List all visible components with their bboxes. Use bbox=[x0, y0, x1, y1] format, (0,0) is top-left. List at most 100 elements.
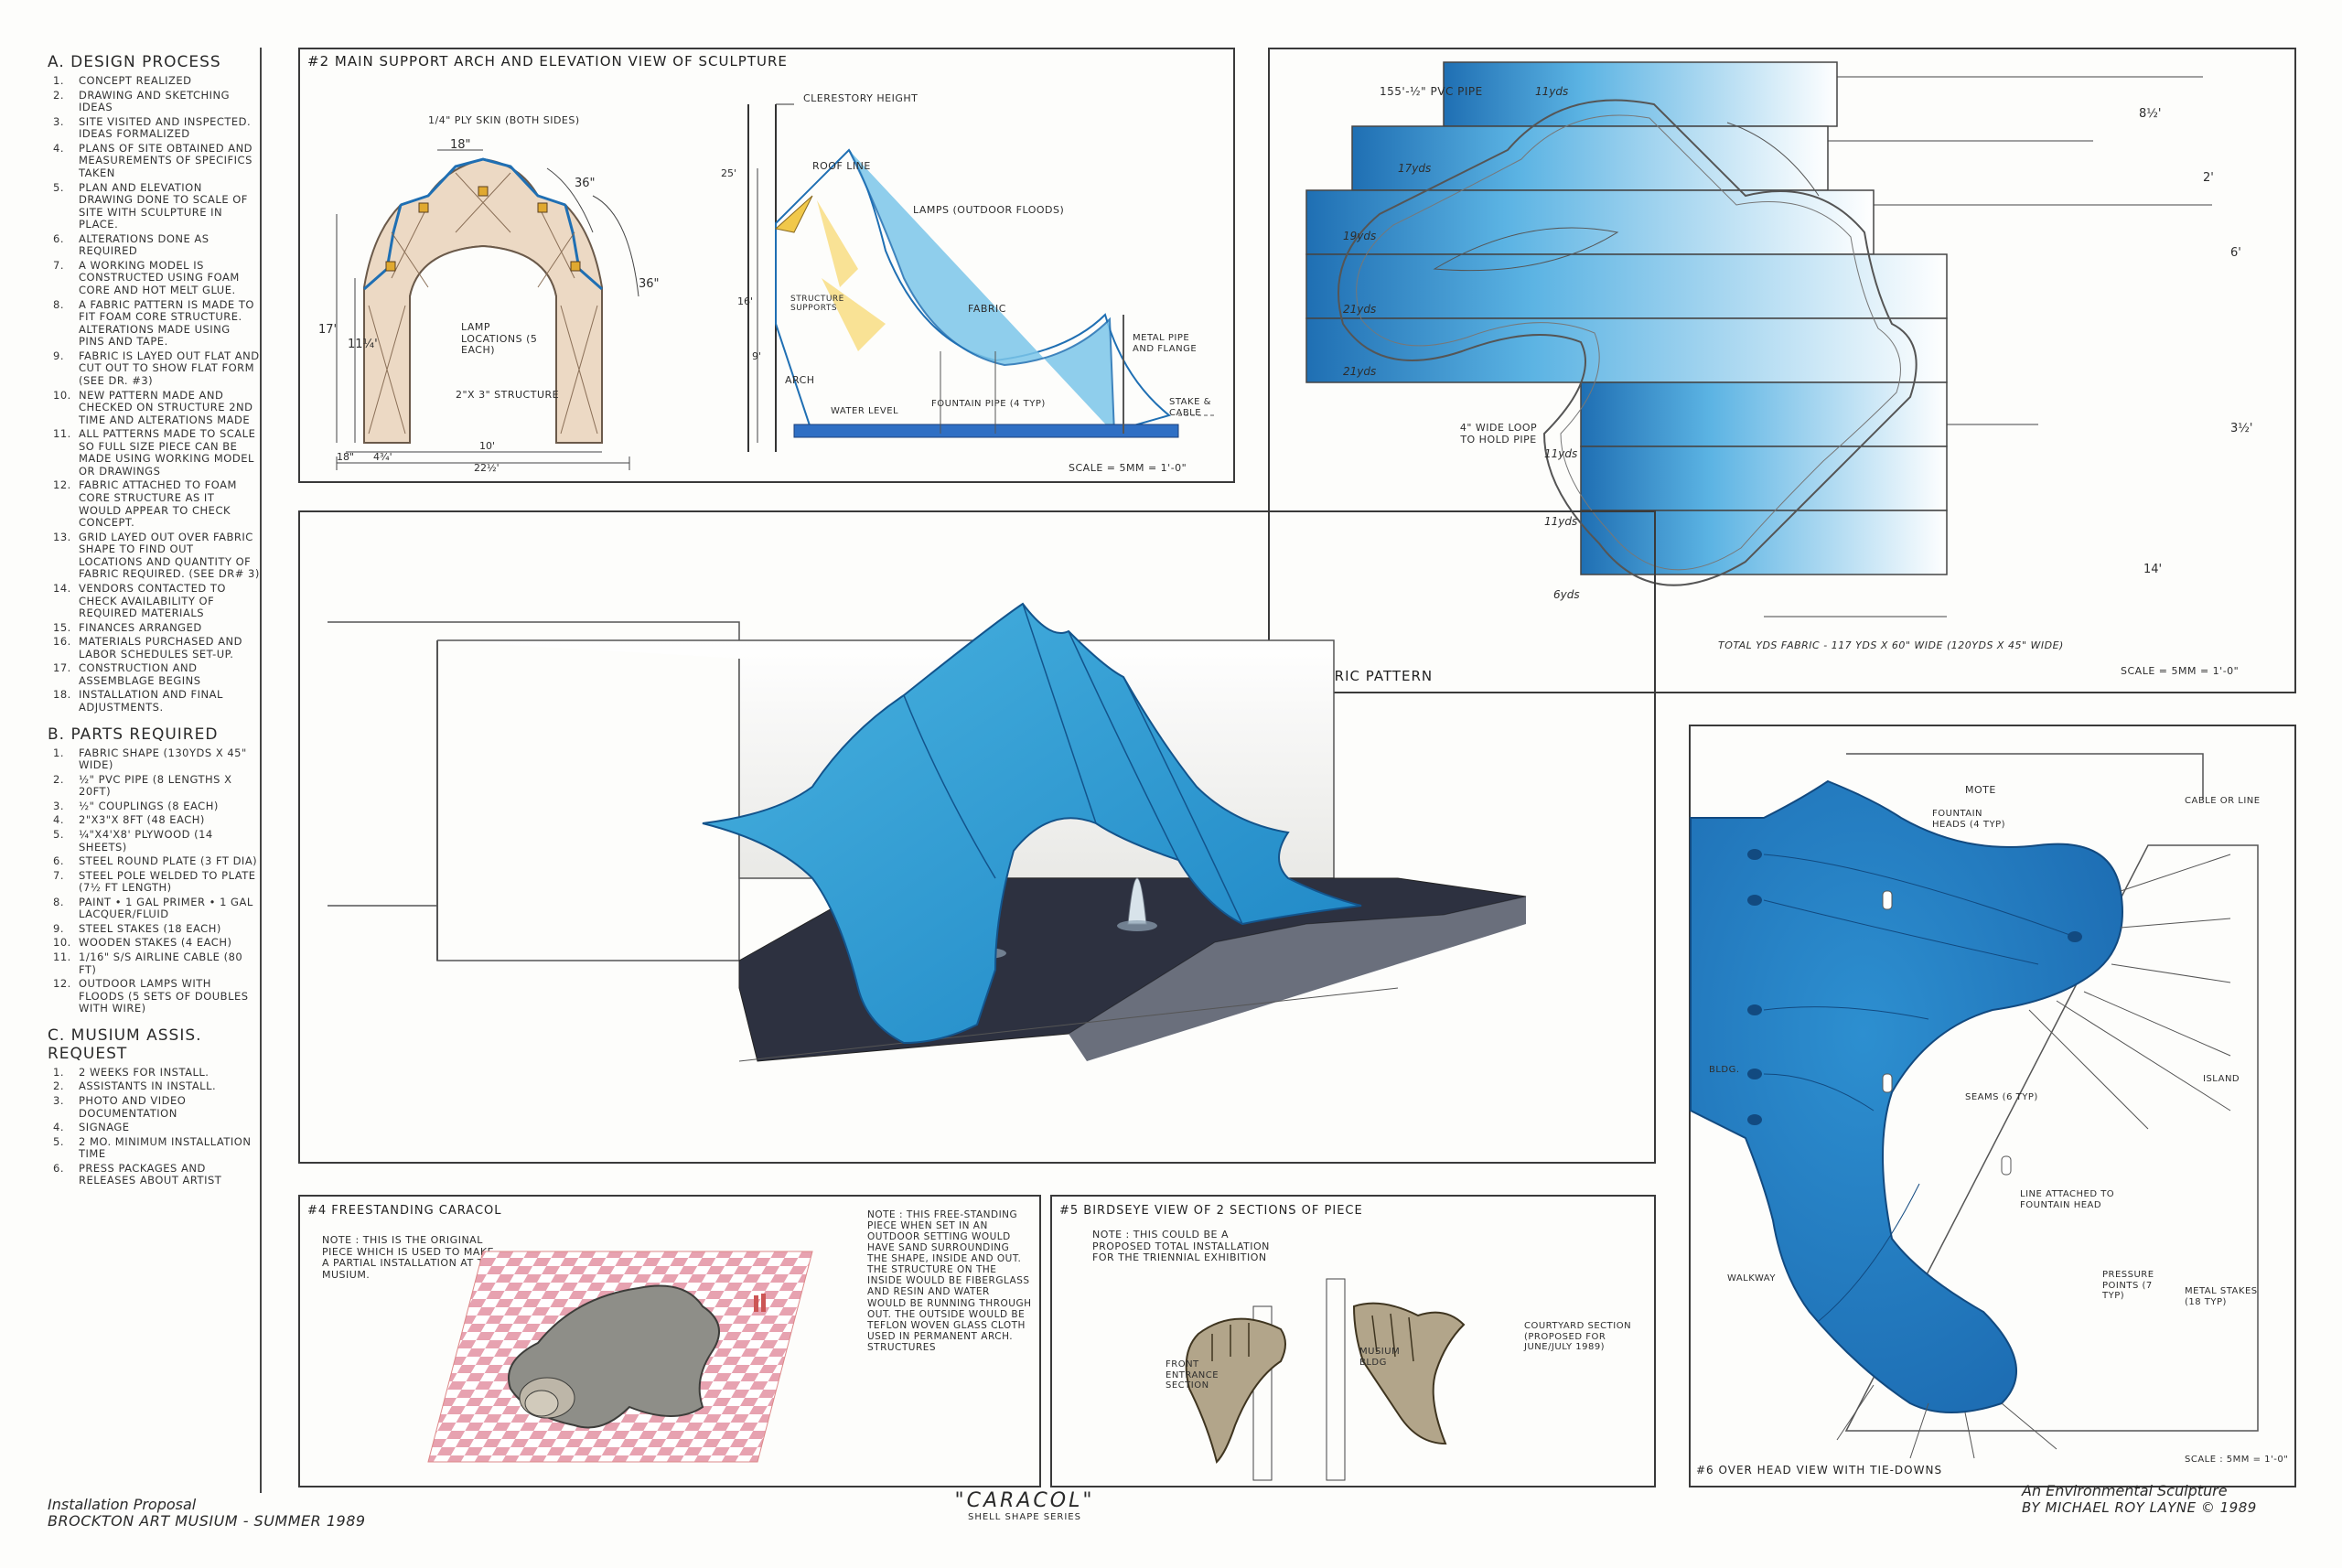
request-text: PHOTO AND VIDEO DOCUMENTATION bbox=[79, 1093, 187, 1120]
footer-center-sub: SHELL SHAPE SERIES bbox=[968, 1512, 1081, 1522]
part-item: 4. 2"x3"x 8FT (48 EACH) bbox=[53, 813, 260, 827]
design-step-text: PLAN AND ELEVATION DRAWING DONE TO SCALE… bbox=[79, 180, 248, 231]
part-item: 1. FABRIC SHAPE (130YDS x 45" WIDE) bbox=[53, 746, 260, 772]
design-step-item: 14. VENDORS CONTACTED TO CHECK AVAILABIL… bbox=[53, 581, 260, 620]
panel6-scale: SCALE : 5MM = 1'-0" bbox=[2185, 1455, 2289, 1465]
design-step-number: 14. bbox=[53, 581, 71, 595]
fountain-pipe-label: FOUNTAIN PIPE (4 TYP) bbox=[931, 399, 1046, 409]
arch-label: ARCH bbox=[785, 374, 815, 386]
design-step-number: 17. bbox=[53, 661, 71, 675]
dim-8-half: 8½' bbox=[2139, 107, 2162, 121]
part-text: WOODEN STAKES (4 EACH) bbox=[79, 936, 232, 950]
design-step-text: PLANS OF SITE OBTAINED AND MEASUREMENTS … bbox=[79, 141, 253, 179]
design-process-title: A. DESIGN PROCESS bbox=[48, 53, 221, 71]
design-step-text: NEW PATTERN MADE AND CHECKED ON STRUCTUR… bbox=[79, 388, 253, 426]
part-number: 1. bbox=[53, 746, 64, 759]
request-text: 2 WEEKS FOR INSTALL. bbox=[79, 1065, 209, 1079]
request-number: 2. bbox=[53, 1079, 64, 1093]
design-step-number: 8. bbox=[53, 297, 64, 311]
yds-row3: 19yds bbox=[1343, 230, 1377, 242]
design-step-number: 5. bbox=[53, 180, 64, 194]
part-text: STEEL STAKES (18 EACH) bbox=[79, 921, 221, 935]
base-4-label: 4¾' bbox=[373, 451, 392, 463]
part-text: OUTDOOR LAMPS WITH FLOODS (5 SETS OF DOU… bbox=[79, 977, 249, 1015]
design-step-item: 16. MATERIALS PURCHASED AND LABOR SCHEDU… bbox=[53, 635, 260, 660]
footer-right-line2: by MICHAEL ROY LAYNE © 1989 bbox=[2022, 1499, 2257, 1516]
part-number: 6. bbox=[53, 854, 64, 868]
parts-required-list: 1. FABRIC SHAPE (130YDS x 45" WIDE)2. ½"… bbox=[48, 746, 260, 1015]
dim-18-label: 18" bbox=[450, 138, 471, 152]
museum-request-title: C. MUSIUM ASSIS. REQUEST bbox=[48, 1026, 202, 1063]
part-number: 3. bbox=[53, 799, 64, 812]
elevation-view bbox=[747, 103, 1215, 452]
design-step-text: FINANCES ARRANGED bbox=[79, 620, 202, 634]
dim-9-label: 9' bbox=[752, 350, 762, 362]
request-text: 2 MO. MINIMUM INSTALLATION TIME bbox=[79, 1134, 252, 1161]
request-number: 5. bbox=[53, 1134, 64, 1148]
support-arch bbox=[336, 149, 639, 470]
panel5-note: NOTE : THIS COULD BE A PROPOSED TOTAL IN… bbox=[1092, 1229, 1270, 1264]
front-entrance-label: FRONT ENTRANCE SECTION bbox=[1166, 1359, 1219, 1391]
total-width-label: 22½' bbox=[474, 462, 500, 474]
yds-row7: 11yds bbox=[1544, 515, 1578, 528]
part-item: 7. STEEL POLE WELDED TO PLATE (7½ FT LEN… bbox=[53, 869, 260, 895]
design-step-number: 6. bbox=[53, 231, 64, 245]
request-item: 1. 2 WEEKS FOR INSTALL. bbox=[53, 1065, 260, 1079]
total-fabric-label: TOTAL YDS FABRIC - 117 YDS x 60" WIDE (1… bbox=[1718, 639, 2064, 651]
part-number: 10. bbox=[53, 936, 71, 950]
request-number: 4. bbox=[53, 1121, 64, 1134]
pattern-dimensions bbox=[1764, 76, 2212, 618]
design-step-item: 18. INSTALLATION AND FINAL ADJUSTMENTS. bbox=[53, 688, 260, 714]
footer-left-line2: BROCKTON ART MUSIUM - SUMMER 1989 bbox=[48, 1511, 366, 1530]
birdseye-sections bbox=[1185, 1278, 1466, 1481]
panel4-title: #4 FREESTANDING CARACOL bbox=[307, 1204, 502, 1218]
design-step-text: INSTALLATION AND FINAL ADJUSTMENTS. bbox=[79, 688, 223, 714]
design-step-number: 3. bbox=[53, 114, 64, 128]
pressure-points-label: PRESSURE POINTS (7 TYP) bbox=[2102, 1270, 2154, 1301]
design-step-text: MATERIALS PURCHASED AND LABOR SCHEDULES … bbox=[79, 635, 243, 660]
caracol-checkerboard-sketch bbox=[427, 1251, 813, 1463]
design-step-item: 9. FABRIC IS LAYED OUT FLAT AND CUT OUT … bbox=[53, 349, 260, 388]
request-item: 6. PRESS PACKAGES AND RELEASES ABOUT ART… bbox=[53, 1162, 260, 1187]
panel-fabric-pattern: 155'-½" PVC PIPE 11yds 17yds 19yds 21yds… bbox=[1268, 48, 2296, 693]
request-item: 3. PHOTO AND VIDEO DOCUMENTATION bbox=[53, 1093, 260, 1120]
part-text: FABRIC SHAPE (130YDS x 45" WIDE) bbox=[79, 746, 247, 772]
design-step-text: DRAWING AND SKETCHING IDEAS bbox=[79, 88, 231, 114]
request-item: 4. SIGNAGE bbox=[53, 1121, 260, 1134]
yds-row8: 6yds bbox=[1553, 588, 1580, 601]
dim-36b-label: 36" bbox=[639, 277, 660, 291]
panel-arch-elevation: #2 MAIN SUPPORT ARCH AND ELEVATION VIEW … bbox=[298, 48, 1235, 483]
part-item: 12. OUTDOOR LAMPS WITH FLOODS (5 SETS OF… bbox=[53, 977, 260, 1015]
yds-row5: 21yds bbox=[1343, 365, 1377, 378]
stake-cable-label: STAKE & CABLE bbox=[1169, 397, 1211, 418]
design-step-text: FABRIC ATTACHED TO FOAM CORE STRUCTURE A… bbox=[79, 478, 237, 530]
design-step-item: 17. CONSTRUCTION AND ASSEMBLAGE BEGINS bbox=[53, 661, 260, 687]
walkway-label: WALKWAY bbox=[1727, 1273, 1776, 1283]
design-step-number: 11. bbox=[53, 427, 71, 441]
design-step-item: 11. ALL PATTERNS MADE TO SCALE SO FULL S… bbox=[53, 427, 260, 478]
fountain-heads bbox=[1747, 849, 2082, 1125]
part-text: ½" COUPLINGS (8 EACH) bbox=[79, 799, 219, 812]
parts-required-title: B. PARTS REQUIRED bbox=[48, 725, 219, 744]
wide-loop-label: 4" WIDE LOOP TO HOLD PIPE bbox=[1459, 422, 1538, 446]
request-number: 3. bbox=[53, 1093, 64, 1107]
design-step-text: VENDORS CONTACTED TO CHECK AVAILABILITY … bbox=[79, 581, 226, 620]
dim-14ft: 14' bbox=[2143, 563, 2163, 576]
design-step-number: 10. bbox=[53, 388, 71, 402]
line-attached-label: LINE ATTACHED TO FOUNTAIN HEAD bbox=[2020, 1189, 2115, 1210]
request-item: 2. ASSISTANTS IN INSTALL. bbox=[53, 1079, 260, 1093]
design-step-item: 7. A WORKING MODEL IS CONSTRUCTED USING … bbox=[53, 259, 260, 297]
base-18-label: 18" bbox=[337, 451, 355, 463]
part-text: 2"x3"x 8FT (48 EACH) bbox=[79, 813, 205, 827]
panel-overhead-tiedowns: MOTE FOUNTAIN HEADS (4 TYP) CABLE OR LIN… bbox=[1689, 725, 2296, 1487]
yds-row6: 11yds bbox=[1544, 447, 1578, 460]
dim-2ft: 2' bbox=[2203, 171, 2214, 185]
dim-36a-label: 36" bbox=[575, 177, 596, 190]
part-number: 5. bbox=[53, 827, 64, 841]
cable-label: CABLE OR LINE bbox=[2185, 796, 2261, 806]
design-step-item: 15. FINANCES ARRANGED bbox=[53, 620, 260, 635]
part-item: 6. STEEL ROUND PLATE (3 FT DIA) bbox=[53, 854, 260, 868]
design-step-number: 18. bbox=[53, 688, 71, 702]
structure-label: 2"x 3" STRUCTURE bbox=[456, 389, 560, 401]
